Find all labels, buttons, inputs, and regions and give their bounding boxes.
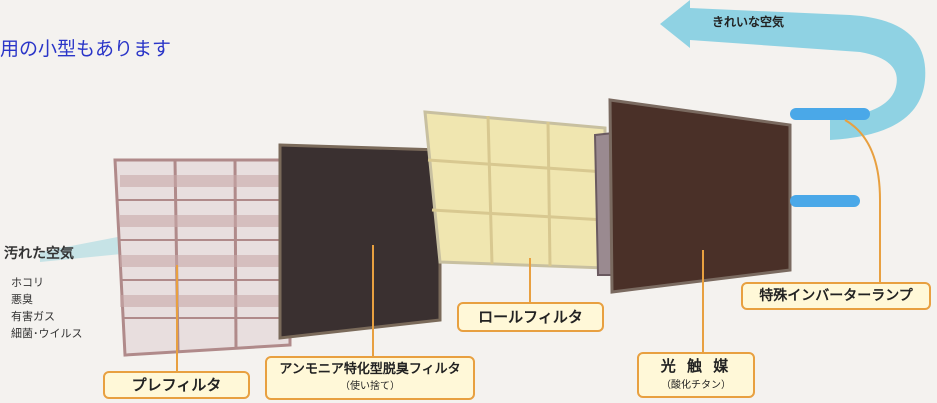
- clean-air-arrow: [660, 0, 690, 48]
- ammonia-filter-panel: [278, 143, 442, 340]
- photocatalyst-sublabel: （酸化チタン）: [661, 380, 731, 391]
- dirty-air-label: 汚れた空気: [4, 246, 74, 262]
- ammonia-filter-title: アンモニア特化型脱臭フィルタ: [279, 362, 461, 377]
- pollutant-item: 悪臭: [11, 293, 33, 306]
- roll-filter-panel: [423, 110, 607, 270]
- roll-filter-label: ロールフィルタ: [457, 302, 604, 332]
- pollutant-list: ホコリ 悪臭 有害ガス 細菌･ウイルス: [11, 274, 83, 342]
- lamp-label: 特殊インバーターランプ: [741, 282, 931, 310]
- header-caption: 用の小型もあります: [0, 38, 172, 60]
- prefilter-panel: [113, 158, 292, 357]
- leader-lines: [176, 245, 704, 375]
- clean-air-label: きれいな空気: [712, 15, 785, 29]
- ammonia-filter-sublabel: （使い捨て）: [340, 381, 400, 392]
- pollutant-item: ホコリ: [11, 276, 44, 289]
- ammonia-filter-label: アンモニア特化型脱臭フィルタ （使い捨て）: [265, 356, 475, 400]
- pollutant-item: 細菌･ウイルス: [11, 327, 83, 340]
- pollutant-item: 有害ガス: [11, 310, 55, 323]
- photocatalyst-panel: [608, 98, 792, 294]
- clean-air-stream: [690, 8, 926, 140]
- prefilter-label: プレフィルタ: [103, 371, 250, 399]
- photocatalyst-title: 光 触 媒: [660, 357, 732, 375]
- photocatalyst-label: 光 触 媒 （酸化チタン）: [637, 352, 755, 398]
- lamp-tubes: [790, 108, 881, 290]
